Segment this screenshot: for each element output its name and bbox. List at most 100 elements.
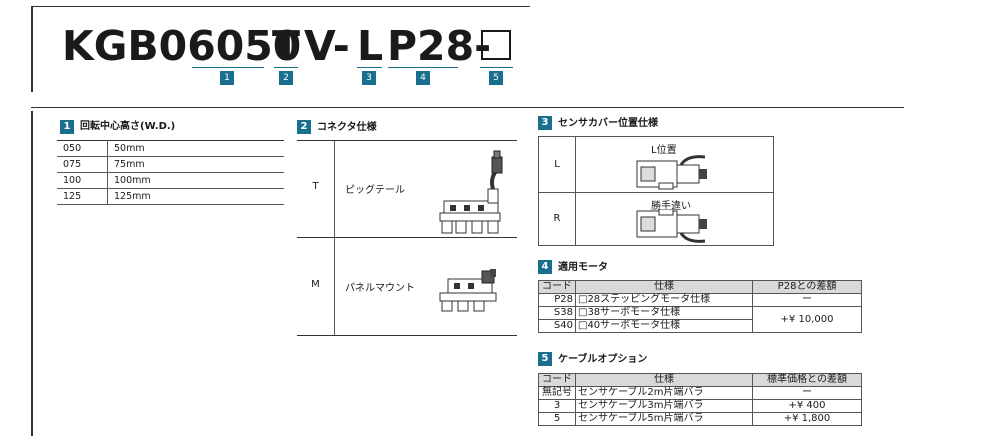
wd-value: 125mm (107, 188, 284, 205)
motor-code: S40 (538, 319, 576, 333)
section-4-title: 4 適用モータ (538, 260, 608, 275)
cable-spec: センサケーブル3m片端バラ (575, 399, 753, 413)
cover-col-divider (575, 137, 576, 245)
section-2-label: コネクタ仕様 (317, 122, 377, 133)
table-row: 3 センサケーブル3m片端バラ +¥ 400 (538, 399, 862, 413)
section-3-title: 3 センサカバー位置仕様 (538, 116, 658, 131)
section-3-num: 3 (538, 116, 552, 130)
cover-code-r: R (553, 213, 561, 224)
motor-spec: □28ステッピングモータ仕様 (575, 293, 753, 307)
section-1-num: 1 (60, 120, 74, 134)
cable-code: 5 (538, 412, 576, 426)
cable-price: +¥ 400 (752, 399, 862, 413)
sensor-cover-right-icon (636, 209, 707, 243)
connector-name-m: パネルマウント (345, 283, 415, 294)
section-5-num: 5 (538, 352, 552, 366)
model-seg-connector: T (272, 22, 300, 70)
wd-code: 075 (57, 156, 108, 173)
underline-1 (192, 67, 264, 68)
cable-price: +¥ 1,800 (752, 412, 862, 426)
underline-4 (388, 67, 458, 68)
model-seg-prefix: KGB06 (62, 22, 216, 70)
section-1-title: 1 回転中心高さ(W.D.) (60, 120, 175, 135)
sensor-cover-left-icon (636, 155, 707, 190)
connector-code-m: M (311, 279, 320, 290)
table-row: 5 センサケーブル5m片端バラ +¥ 1,800 (538, 412, 862, 426)
motor-spec: □38サーボモータ仕様 (575, 306, 753, 320)
cover-label-r: 勝手違い (651, 201, 691, 212)
motor-code: S38 (538, 306, 576, 320)
motor-price: ー (752, 293, 862, 307)
table-row: 無記号 センサケーブル2m片端バラ ー (538, 386, 862, 400)
underline-5 (480, 67, 513, 68)
section-5-title: 5 ケーブルオプション (538, 352, 647, 367)
wd-code: 100 (57, 172, 108, 189)
cable-code: 無記号 (538, 386, 576, 400)
model-blank-box (481, 30, 511, 60)
connector-name-t: ピッグテール (345, 185, 405, 196)
table-header-row: コード 仕様 P28との差額 (538, 280, 862, 294)
section-2-title: 2 コネクタ仕様 (297, 120, 377, 135)
table-row: P28 □28ステッピングモータ仕様 ー (538, 293, 862, 307)
cover-row-divider (539, 192, 773, 193)
col-header-code: コード (538, 373, 576, 387)
table-row: S38 □38サーボモータ仕様 +¥ 10,000 (538, 306, 862, 333)
cable-spec: センサケーブル5m片端バラ (575, 412, 753, 426)
motor-spec: □40サーボモータ仕様 (575, 319, 753, 333)
motor-price: +¥ 10,000 (752, 306, 862, 333)
wd-code: 125 (57, 188, 108, 205)
cable-code: 3 (538, 399, 576, 413)
model-seg-v: V- (304, 22, 350, 70)
model-num-4: 4 (416, 71, 430, 85)
connector-table: T ピッグテール M パネルマウント (297, 140, 517, 336)
model-num-1: 1 (220, 71, 234, 85)
cover-code-l: L (554, 159, 560, 170)
connector-row-divider (297, 237, 517, 238)
table-header-row: コード 仕様 標準価格との差額 (538, 373, 862, 387)
col-header-spec: 仕様 (575, 280, 753, 294)
pigtail-connector-icon (439, 150, 503, 234)
section-3-label: センサカバー位置仕様 (558, 118, 658, 129)
section-2-num: 2 (297, 120, 311, 134)
section-1-label: 回転中心高さ(W.D.) (80, 121, 176, 132)
left-border-top (31, 6, 33, 92)
col-header-price: P28との差額 (752, 280, 862, 294)
model-seg-motor: P28- (387, 22, 492, 70)
model-num-2: 2 (279, 71, 293, 85)
section-5-label: ケーブルオプション (558, 354, 648, 365)
wd-value: 100mm (107, 172, 284, 189)
wd-code: 050 (57, 140, 108, 157)
connector-code-t: T (312, 181, 319, 192)
model-num-5: 5 (489, 71, 503, 85)
top-border (31, 6, 530, 7)
cable-price: ー (752, 386, 862, 400)
section-4-num: 4 (538, 260, 552, 274)
sensor-cover-table: L R L位置 勝手違い (538, 136, 774, 246)
col-header-code: コード (538, 280, 576, 294)
col-header-spec: 仕様 (575, 373, 753, 387)
table-row: S40 □40サーボモータ仕様 (538, 319, 862, 333)
model-code: KGB06050 (62, 22, 301, 70)
cable-table: コード 仕様 標準価格との差額 無記号 センサケーブル2m片端バラ ー 3 セン… (538, 373, 862, 426)
underline-3 (357, 67, 382, 68)
divider-line (31, 107, 904, 108)
col-header-price: 標準価格との差額 (752, 373, 862, 387)
cable-spec: センサケーブル2m片端バラ (575, 386, 753, 400)
model-seg-wd: 050 (215, 22, 302, 70)
section-4-label: 適用モータ (558, 262, 608, 273)
wd-value: 50mm (107, 140, 284, 157)
panel-mount-connector-icon (439, 269, 497, 312)
connector-col-divider (334, 141, 335, 335)
wd-value: 75mm (107, 156, 284, 173)
left-border-bottom (31, 111, 33, 436)
cover-label-l: L位置 (651, 145, 677, 156)
motor-table: コード 仕様 P28との差額 P28 □28ステッピングモータ仕様 ー S38 … (538, 280, 862, 333)
motor-code: P28 (538, 293, 576, 307)
underline-2 (274, 67, 298, 68)
model-num-3: 3 (362, 71, 376, 85)
